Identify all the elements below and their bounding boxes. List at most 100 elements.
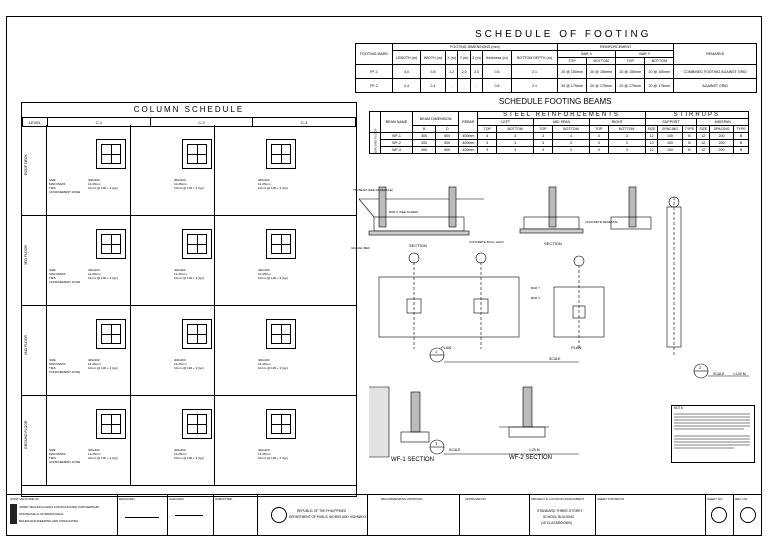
footing-schedule-table: FOOTING MARK FOOTING DIMENSIONS (mm) REI… bbox=[355, 43, 757, 93]
cs-level-head: LEVEL bbox=[22, 117, 48, 127]
bs-h-left: LEFT bbox=[477, 118, 535, 126]
bs-v: 4 bbox=[588, 132, 609, 140]
column-note: 400x400 bbox=[174, 178, 186, 182]
beam-schedule-table: BEAM NAME BEAM DIMENSION REBAR STEEL REI… bbox=[369, 111, 750, 154]
general-notes: NOTE: bbox=[671, 405, 755, 463]
callout-gravel: GRAVEL BED bbox=[351, 246, 371, 250]
column-note: 12-25mm bbox=[174, 272, 187, 276]
bs-name: WF-2 bbox=[379, 139, 414, 147]
column-side-label: CONFINEMENT ZONE bbox=[49, 460, 81, 464]
tb-approved: APPROVED BY bbox=[459, 495, 530, 535]
signature-icon bbox=[175, 507, 203, 516]
column-side-label: MAIN BARS bbox=[49, 452, 66, 456]
scale-value-2: 1:100 M bbox=[733, 372, 746, 376]
column-note: 400x400 bbox=[88, 178, 100, 182]
bs-v: 12 bbox=[644, 139, 659, 147]
column-section-drawing bbox=[96, 319, 126, 349]
bs-v: 12 bbox=[696, 132, 711, 140]
wf1-section-label: WF-1 SECTION bbox=[391, 457, 434, 463]
bs-sub: TOP bbox=[588, 125, 609, 133]
fs-row-mark: PF-1 bbox=[355, 64, 393, 79]
title-block: JOINT VENTURE OF JAVED TECHNOLOGIES CONS… bbox=[7, 494, 761, 535]
callout-tie-beam: TIE BEAM (SEE SCHEDULE) bbox=[353, 188, 393, 192]
tb-project-head: PROJECT & LOCATION ASSIGNMENT bbox=[531, 497, 585, 501]
firm-logo-icon bbox=[10, 504, 17, 524]
fs-row-mark: PF-2 bbox=[355, 78, 393, 93]
footing-details-drawing: PLAN PLAN SECTION SECTION WF-1 SECTION W… bbox=[351, 186, 749, 463]
column-note: 12-25mm bbox=[174, 182, 187, 186]
column-note: 12-25mm bbox=[88, 272, 101, 276]
bs-h-d: D bbox=[435, 125, 460, 133]
section-label-2: SECTION bbox=[544, 241, 562, 246]
column-section-drawing bbox=[182, 139, 212, 169]
tb-checked: CHECKED bbox=[167, 495, 214, 535]
bs-h-stirrups: STIRRUPS bbox=[644, 111, 750, 119]
fs-cell: 0.5 bbox=[482, 64, 512, 79]
column-note: 10mm @ 100 + 3 (typ) bbox=[258, 186, 288, 190]
column-divider bbox=[130, 125, 131, 485]
fs-head-dims: FOOTING DIMENSIONS (mm) bbox=[391, 43, 559, 51]
scale-label-2: SCALE bbox=[713, 372, 725, 376]
fs-cell: 20 @ 150mm bbox=[557, 64, 588, 79]
tb-project-line: (15 CLASSROOMS) bbox=[541, 521, 572, 525]
bs-v: 12 bbox=[696, 139, 711, 147]
bs-sub: SPACING bbox=[709, 125, 735, 133]
bs-v: B bbox=[733, 146, 749, 154]
bs-v: 3 bbox=[588, 146, 609, 154]
bs-v: 3 bbox=[477, 139, 498, 147]
bs-h-rebar: REBAR bbox=[458, 111, 479, 133]
bs-rebar: 400mm bbox=[458, 139, 479, 147]
bs-v: 3 bbox=[607, 146, 646, 154]
level-divider bbox=[46, 395, 47, 485]
fs-h-y: Y (m) bbox=[457, 50, 471, 65]
notes-heading: NOTE: bbox=[674, 406, 684, 410]
fs-cell: 2.1 bbox=[510, 64, 559, 79]
tb-firm-head: JOINT VENTURE OF bbox=[10, 497, 39, 501]
fs-cell: 2.5 bbox=[457, 64, 471, 79]
column-side-label: CONFINEMENT ZONE bbox=[49, 190, 81, 194]
bs-v: 3 bbox=[533, 146, 553, 154]
bs-h-b: B bbox=[412, 125, 437, 133]
bs-h-mid: MID SPAN bbox=[533, 118, 590, 126]
fs-h3-top2: TOP bbox=[615, 57, 646, 65]
bs-v: 4 bbox=[477, 132, 498, 140]
bs-h-right: RIGHT bbox=[588, 118, 646, 126]
bs-v: 12 bbox=[696, 146, 711, 154]
fs-h-z: Z (m) bbox=[469, 50, 484, 65]
column-band-label: 2ND FLOOR bbox=[24, 334, 28, 356]
sheet-no-circle-icon bbox=[711, 507, 727, 523]
detail-no-3: 3 bbox=[435, 441, 438, 446]
level-divider bbox=[46, 215, 47, 305]
fs-cell: 20 @ 175mm bbox=[557, 78, 588, 93]
bs-v: 3 bbox=[496, 146, 535, 154]
tb-recommending: RECOMMENDING APPROVAL bbox=[367, 495, 460, 535]
scale-value-3: 1:25 M bbox=[529, 448, 540, 452]
bs-h-midspan: MIDSPAN bbox=[696, 118, 749, 126]
column-schedule-title: COLUMN SCHEDULE bbox=[22, 103, 356, 118]
bs-sub: SIZE bbox=[696, 125, 711, 133]
fs-cell: 0.5 bbox=[482, 78, 512, 93]
fs-cell: - bbox=[457, 78, 471, 93]
dpwh-seal-icon bbox=[271, 507, 287, 523]
column-note: 400x400 bbox=[88, 358, 100, 362]
column-note: 10mm @ 100 + 3 (typ) bbox=[88, 456, 118, 460]
fs-cell: 20 @ 175mm bbox=[586, 78, 617, 93]
column-note: 10mm @ 100 + 3 (typ) bbox=[88, 366, 118, 370]
column-note: 12-25mm bbox=[174, 452, 187, 456]
bs-v: 4 bbox=[551, 132, 590, 140]
column-side-label: TIES bbox=[49, 186, 56, 190]
callout-concrete: CONCRETE 50mm LEAN bbox=[469, 240, 504, 244]
column-section-drawing bbox=[266, 139, 296, 169]
column-section-drawing bbox=[182, 319, 212, 349]
tb-firm-line: PORTEZUELO INTERNATIONAL bbox=[19, 512, 64, 516]
column-note: 10mm @ 100 + 3 (typ) bbox=[258, 276, 288, 280]
fs-h-len: LENGTH (m) bbox=[391, 50, 422, 65]
bs-h-dim: BEAM DIMENSION bbox=[412, 111, 460, 126]
fs-cell: 1.2 bbox=[444, 64, 459, 79]
bs-h-name: BEAM NAME bbox=[379, 111, 414, 133]
column-note: 400x400 bbox=[88, 268, 100, 272]
column-schedule: COLUMN SCHEDULE LEVEL C-1 C-2 C-3 ROOF D… bbox=[21, 102, 357, 497]
